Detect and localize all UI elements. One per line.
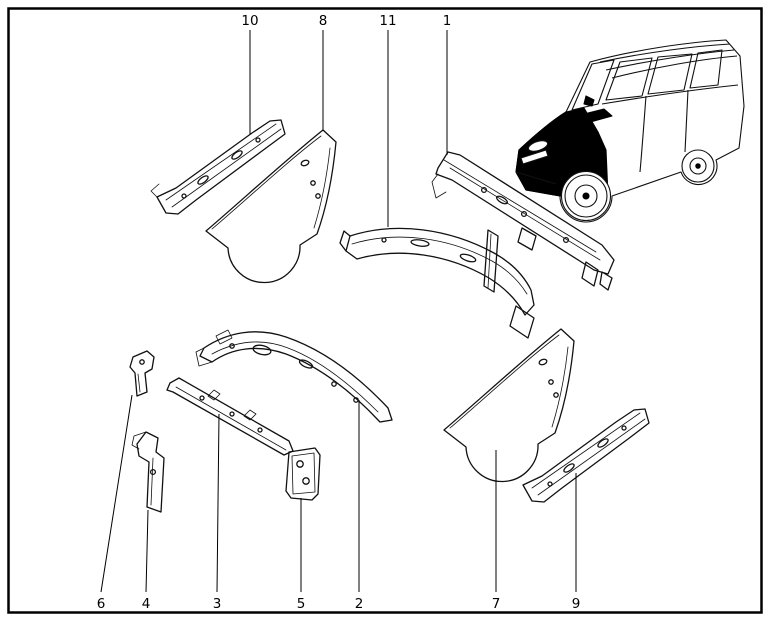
car-belt-line (601, 84, 739, 105)
car-front-hub (582, 192, 590, 200)
car-window-front (605, 57, 653, 101)
part-closing-plate (285, 447, 321, 501)
part-upper-rail-right (522, 408, 650, 503)
part-front-fender-left (205, 129, 337, 284)
leader-line-6 (100, 394, 133, 593)
car-door-line (639, 95, 647, 173)
part-mounting-bracket (129, 350, 155, 397)
car-windshield (571, 59, 615, 111)
car-front-tire (564, 174, 608, 218)
callout-1: 1 (443, 13, 452, 29)
leader-line-3 (216, 413, 220, 593)
car-rear-tire (681, 149, 715, 183)
car-body-outline (515, 39, 745, 223)
vehicle-thumbnail (515, 39, 745, 223)
callout-8: 8 (319, 13, 328, 29)
callout-2: 2 (355, 596, 364, 612)
car-bumper-line (515, 171, 557, 185)
car-grille (520, 149, 549, 165)
figure-border (7, 7, 763, 614)
callout-3: 3 (213, 596, 222, 612)
callout-5: 5 (297, 596, 306, 612)
leader-line-4 (145, 509, 149, 593)
car-highlight-cowl (567, 108, 613, 127)
callout-labels: 10 8 11 1 6 4 3 5 2 7 9 (97, 13, 581, 612)
part-radiator-support (431, 151, 615, 293)
car-rear-hub (695, 163, 701, 169)
car-window-middle (647, 53, 693, 95)
car-mirror (583, 95, 595, 107)
part-bumper-beam (339, 227, 535, 339)
part-cowl-crossmember (166, 377, 294, 456)
callout-11: 11 (379, 13, 396, 29)
part-upper-rail-left (150, 119, 286, 215)
car-headlight (527, 140, 549, 152)
car-roof-rib (611, 55, 738, 79)
car-window-rear (689, 49, 723, 89)
part-pillar-bracket (131, 431, 165, 513)
car-door-line (684, 89, 689, 153)
callout-10: 10 (241, 13, 258, 29)
callout-6: 6 (97, 596, 106, 612)
car-roof-rib (599, 43, 731, 63)
part-cowl-panel (195, 329, 393, 423)
part-front-fender-right (443, 328, 575, 483)
car-roof-rib (605, 49, 735, 71)
callout-7: 7 (492, 596, 501, 612)
leader-lines (100, 30, 577, 593)
callout-9: 9 (572, 596, 581, 612)
callout-4: 4 (142, 596, 151, 612)
